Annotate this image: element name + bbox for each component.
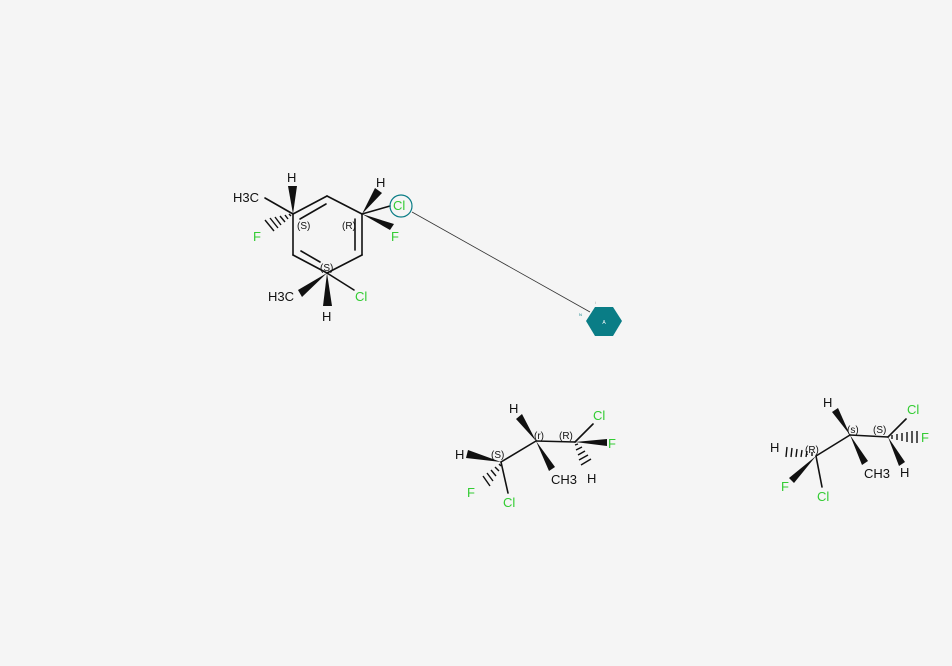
wedge-c3-h	[888, 437, 905, 466]
atom-cl-selected[interactable]: Cl	[393, 198, 405, 213]
atom-cl: Cl	[907, 402, 919, 417]
molecule-2[interactable]: H Cl F H F Cl CH3 H (S) (r) (R)	[455, 401, 616, 510]
atom-cl: Cl	[817, 489, 829, 504]
wedge-c2-h	[832, 408, 850, 435]
wedge-c2-ch3	[850, 435, 868, 465]
atom-f: F	[921, 430, 929, 445]
atom-h: H	[287, 170, 296, 185]
wedge-c1-f	[789, 456, 816, 483]
bond-c2-c3	[535, 440, 576, 443]
atom-f: F	[781, 479, 789, 494]
atom-h: H	[455, 447, 464, 462]
bond-c3-cl	[326, 272, 355, 291]
atom-f: F	[253, 229, 261, 244]
atom-f: F	[467, 485, 475, 500]
bond-c1-c2	[815, 434, 851, 457]
atom-ch3: H3C	[268, 289, 294, 304]
atom-ch3: CH3	[864, 466, 890, 481]
hash-c1-f	[482, 463, 502, 487]
cursor-label: A	[602, 320, 606, 326]
atom-h: H	[900, 465, 909, 480]
selection-highlight-circle	[389, 194, 413, 218]
bond-c3-cl	[574, 423, 594, 443]
drag-connector-line	[411, 211, 591, 313]
atom-cl: Cl	[503, 495, 515, 510]
wedge-c3-h	[323, 273, 332, 306]
ring-bonds	[292, 195, 363, 274]
atom-h: H	[376, 175, 385, 190]
bond-c3-cl	[887, 418, 907, 438]
wedge-c3-ch3	[298, 273, 327, 297]
wedge-c2-h	[516, 414, 536, 441]
atom-cl: Cl	[593, 408, 605, 423]
stereo-label: (S)	[873, 425, 886, 436]
stereo-label: (S)	[297, 221, 310, 232]
bond-c1-c2	[500, 440, 537, 463]
bond-c2-c3	[849, 434, 889, 438]
bond-c1-ch3	[264, 197, 294, 215]
molecule-3[interactable]: H Cl F H F Cl CH3 H (R) (s) (S)	[770, 395, 929, 504]
stereo-label: (R)	[559, 431, 573, 442]
hash-c1-h	[785, 446, 813, 458]
hexagon-icon	[586, 307, 622, 336]
wedge-c2-f	[362, 214, 394, 230]
stereo-label: (R)	[342, 221, 356, 232]
wedge-c2-h	[362, 188, 382, 214]
wedge-c2-ch3	[536, 441, 555, 471]
wedge-c1-h	[288, 186, 297, 214]
wedge-c1-h	[466, 450, 501, 462]
atom-h: H	[770, 440, 779, 455]
wedge-c3-f	[575, 439, 607, 446]
molecule-1[interactable]: H H3C F H Cl F H3C Cl H (S) (R) (S)	[233, 170, 413, 324]
bond-c1-cl	[815, 455, 823, 488]
cursor-tag-n: N	[579, 312, 582, 317]
cursor-tag-i: i	[595, 300, 596, 305]
stereo-label: (S)	[491, 450, 504, 461]
atom-h: H	[587, 471, 596, 486]
stereo-label: (s)	[847, 425, 859, 436]
hash-c3-f	[891, 431, 918, 443]
atom-h: H	[823, 395, 832, 410]
atom-h: H	[509, 401, 518, 416]
hash-c3-h	[574, 443, 592, 466]
atom-ch3: H3C	[233, 190, 259, 205]
hash-c1-f	[264, 213, 292, 232]
atom-f: F	[608, 436, 616, 451]
stereo-label: (S)	[320, 263, 333, 274]
drag-cursor[interactable]: A N i	[579, 300, 622, 336]
atom-f: F	[391, 229, 399, 244]
stereo-label: (R)	[805, 445, 819, 456]
atom-h: H	[322, 309, 331, 324]
stereo-label: (r)	[534, 431, 544, 442]
atom-ch3: CH3	[551, 472, 577, 487]
bond-c1-cl	[500, 461, 509, 494]
atom-cl: Cl	[355, 289, 367, 304]
bond-c2-cl	[361, 205, 391, 215]
